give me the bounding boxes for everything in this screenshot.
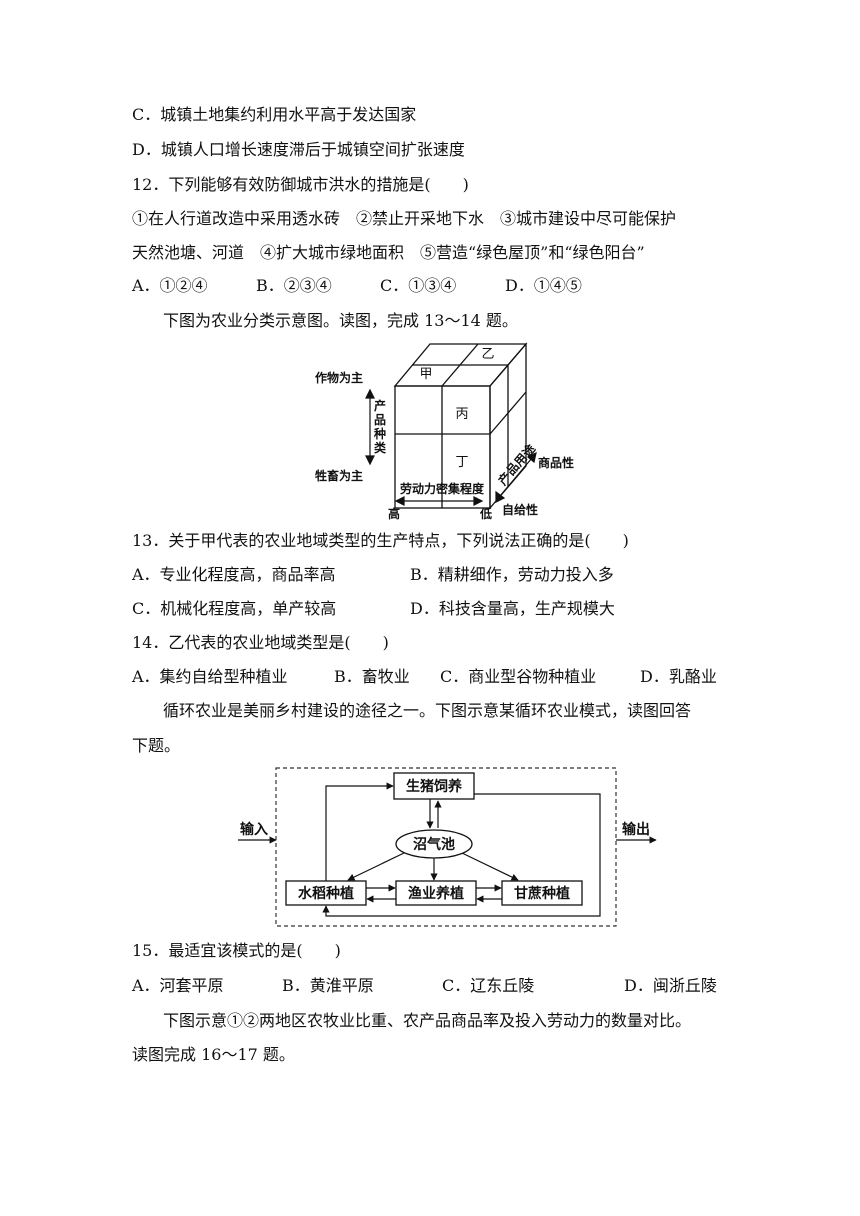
question-12: 12．下列能够有效防御城市洪水的措施是( ) [132,175,469,194]
intro-16-17-line-1: 下图示意①②两地区农牧业比重、农产品商品率及投入劳动力的数量对比。 [163,1011,692,1030]
option-c-q11: C．城镇土地集约利用水平高于发达国家 [132,105,417,124]
box-biogas-pit: 沼气池 [413,836,455,853]
q13-option-d: D．科技含量高，生产规模大 [410,599,615,618]
agriculture-classification-cube: 甲 乙 丙 丁 作物为主 牲畜为主 产 品 种 类 劳动力密集程度 高 低 产 … [315,342,574,521]
label-livestock-main: 牲畜为主 [315,468,363,483]
question-15: 15．最适宜该模式的是( ) [132,941,341,960]
circular-agriculture-diagram: 输入 输出 生猪饲养 沼气池 水稻种植 渔业养植 甘蔗种植 [238,767,657,927]
q12-option-b: B．②③④ [256,276,332,295]
label-product-type-1: 产 [374,398,386,413]
label-labor-intensity: 劳动力密集程度 [400,481,485,496]
label-low: 低 [479,506,492,521]
q12-option-c: C．①③④ [380,276,457,295]
q13-option-c: C．机械化程度高，单产较高 [132,599,337,618]
label-input: 输入 [240,821,268,838]
q12-option-a: A．①②④ [132,276,208,295]
q15-option-d: D．闽浙丘陵 [624,976,717,995]
label-product-type-2: 品 [374,413,386,427]
q13-option-a: A．专业化程度高，商品率高 [132,565,336,584]
label-product-type-3: 种 [373,426,386,441]
q15-option-b: B．黄淮平原 [282,976,374,995]
label-output: 输出 [622,821,650,838]
intro-16-17-line-2: 读图完成 16～17 题。 [132,1045,295,1064]
label-crop-main: 作物为主 [315,370,363,385]
q15-option-a: A．河套平原 [132,976,224,995]
cell-yi: 乙 [481,347,494,362]
option-d-q11: D．城镇人口增长速度滞后于城镇空间扩张速度 [132,140,465,159]
label-product-type-4: 类 [374,440,387,455]
label-high: 高 [388,506,400,521]
box-pig-raising: 生猪饲养 [406,778,463,795]
cell-ding: 丁 [455,455,468,470]
q12-statements-2: 天然池塘、河道 ④扩大城市绿地面积 ⑤营造“绿色屋顶”和“绿色阳台” [132,243,645,262]
intro-15-line-1: 循环农业是美丽乡村建设的途径之一。下图示意某循环农业模式，读图回答 [163,701,692,720]
q12-option-d: D．①④⑤ [505,276,582,295]
q15-option-c: C．辽东丘陵 [442,976,535,995]
label-commercial: 商品性 [538,455,574,470]
question-14: 14．乙代表的农业地域类型是( ) [132,633,389,652]
intro-13-14: 下图为农业分类示意图。读图，完成 13～14 题。 [163,311,518,330]
cell-jia: 甲 [419,367,432,382]
box-rice-planting: 水稻种植 [298,885,354,902]
box-sugarcane-planting: 甘蔗种植 [514,885,570,902]
q14-option-b: B．畜牧业 [334,667,410,686]
q14-option-a: A．集约自给型种植业 [132,667,288,686]
intro-15-line-2: 下题。 [132,736,181,755]
q13-option-b: B．精耕细作，劳动力投入多 [410,565,614,584]
q12-statements-1: ①在人行道改造中采用透水砖 ②禁止开采地下水 ③城市建设中尽可能保护 [132,209,677,228]
question-13: 13．关于甲代表的农业地域类型的生产特点，下列说法正确的是( ) [132,531,629,550]
cell-bing: 丙 [455,407,468,422]
label-subsistence: 自给性 [502,502,538,517]
q14-option-d: D．乳酪业 [640,667,717,686]
box-fishery: 渔业养植 [408,885,464,902]
q14-option-c: C．商业型谷物种植业 [440,667,597,686]
